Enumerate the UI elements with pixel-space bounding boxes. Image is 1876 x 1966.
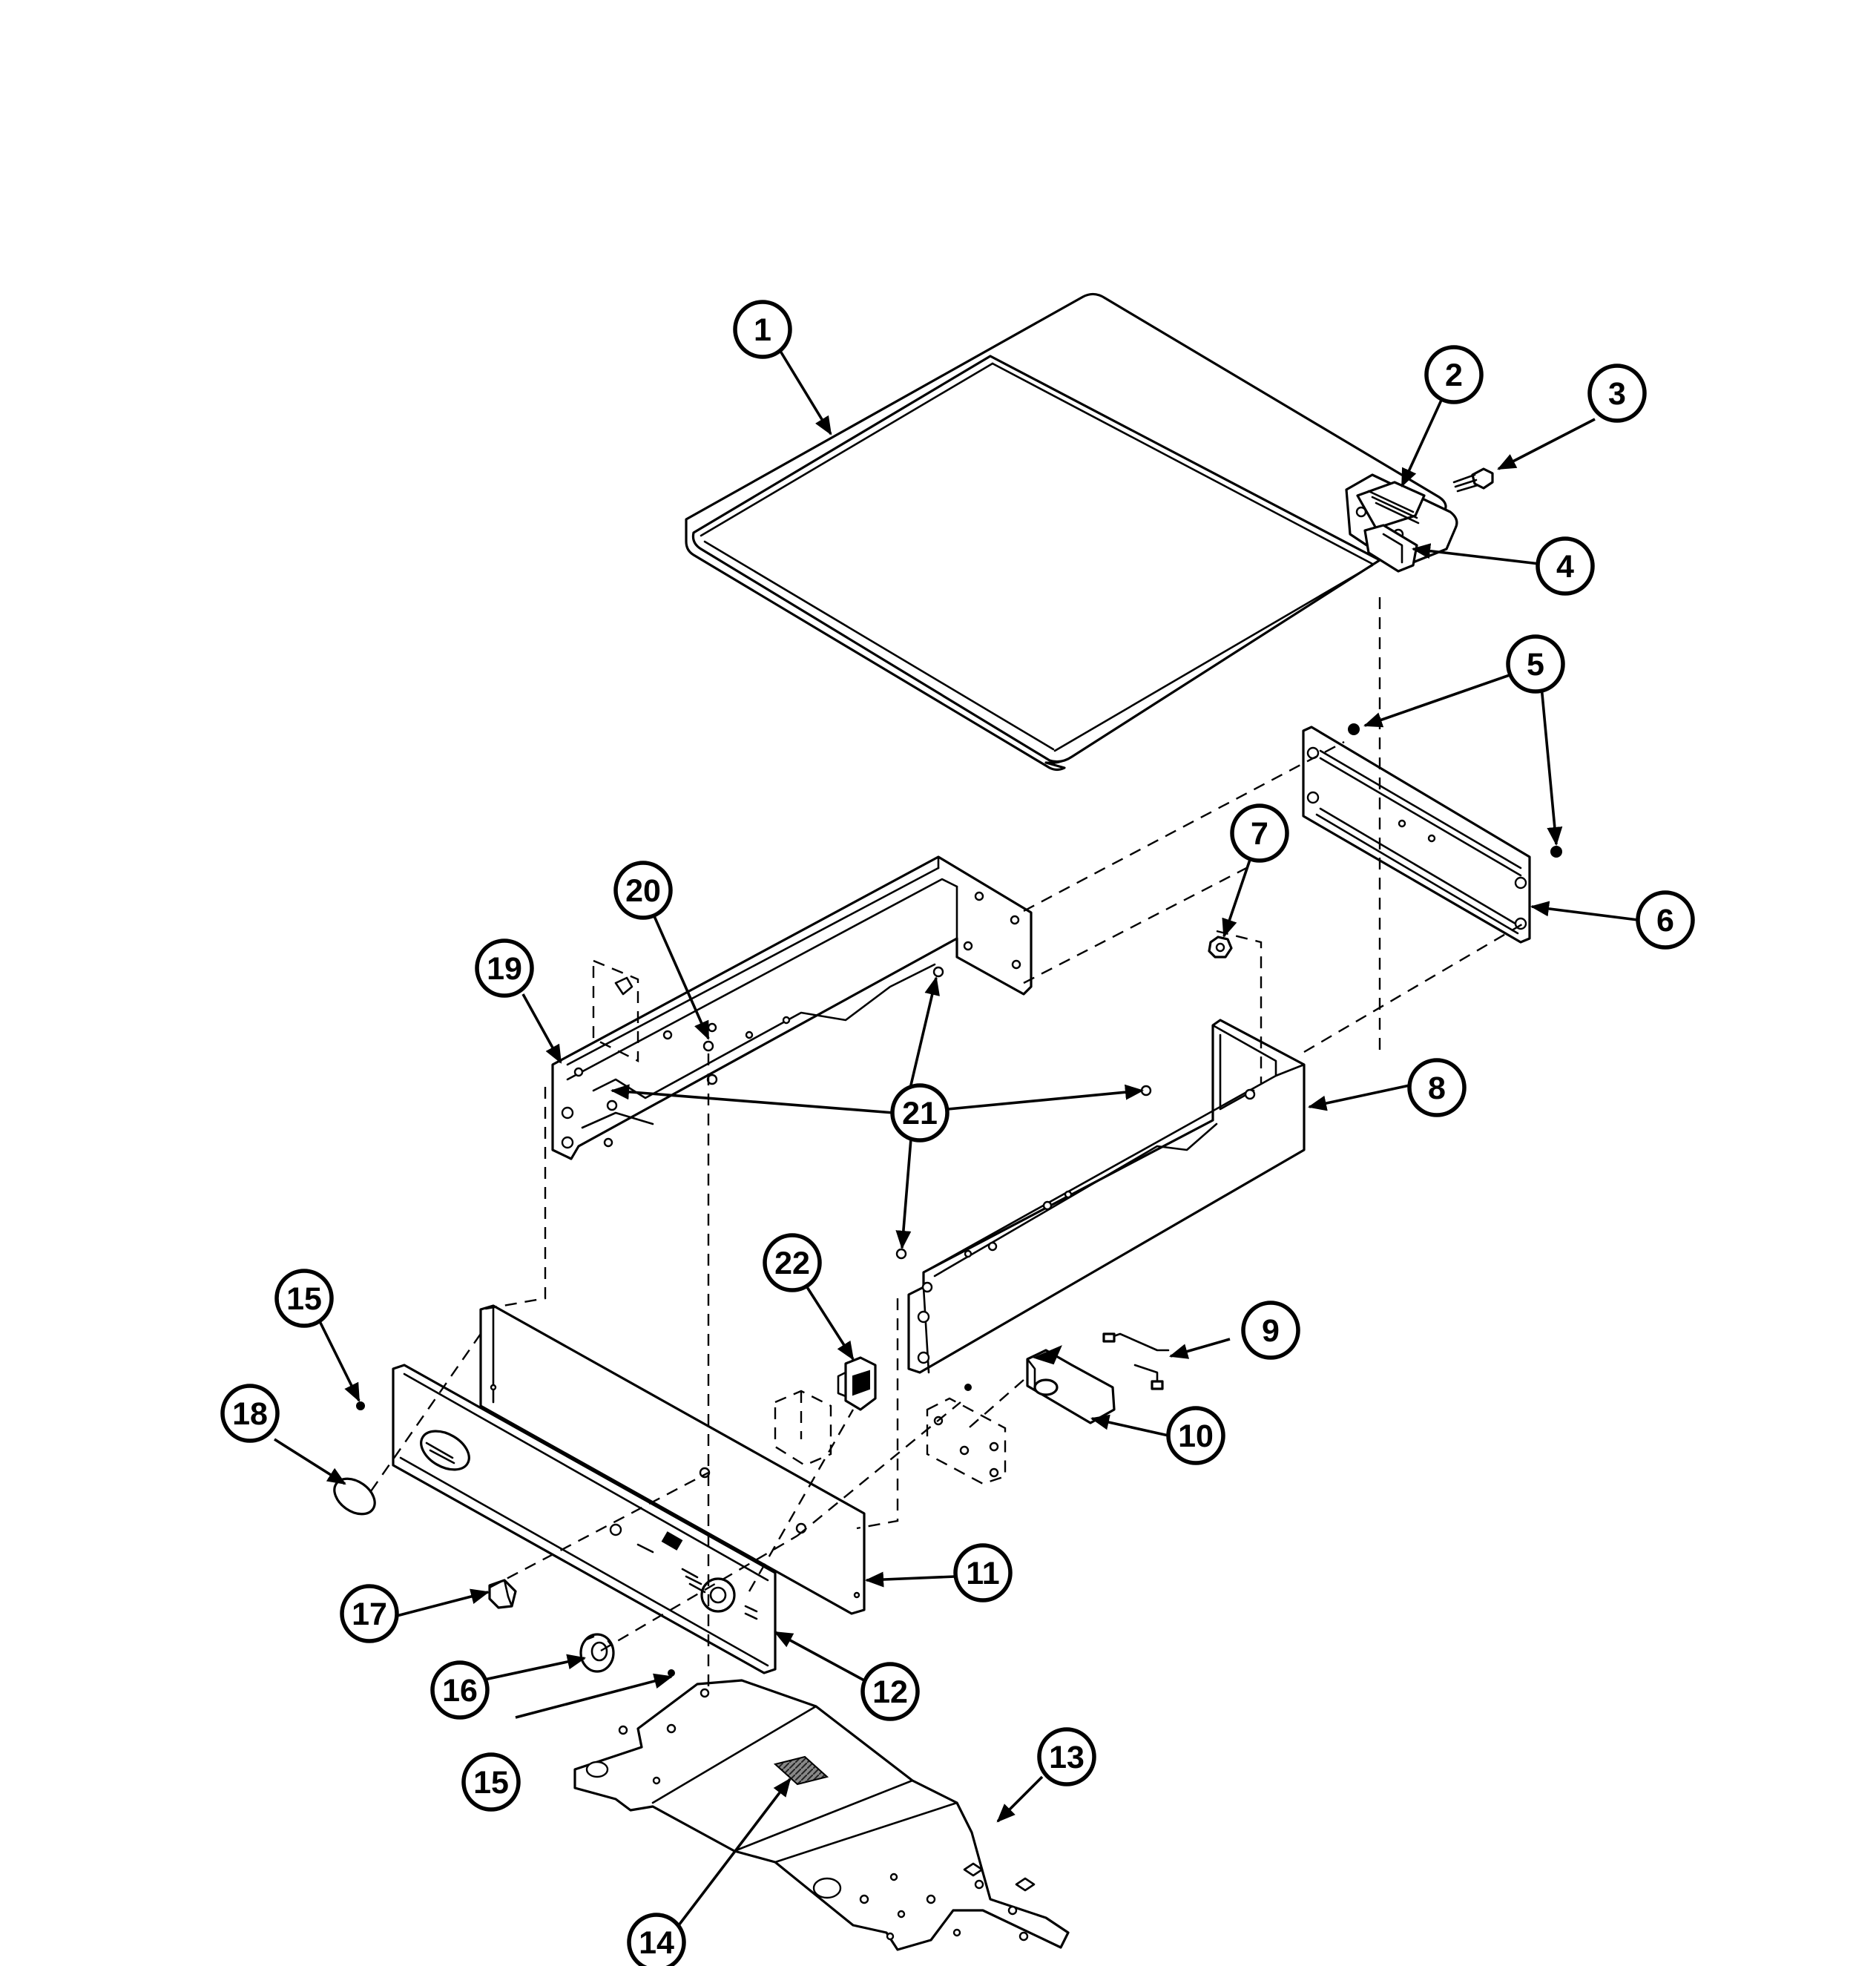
callout-label: 18 [232, 1396, 268, 1432]
rating-label [773, 1755, 829, 1786]
callout-10: 10 [1166, 1406, 1225, 1465]
bottom-panel [573, 1679, 1070, 1951]
control-panel [392, 1364, 777, 1674]
timer [1026, 1345, 1116, 1424]
callout-label: 4 [1556, 549, 1574, 585]
alignment-lines [370, 597, 1530, 1692]
hardware-dots [356, 966, 1152, 1677]
callout-5: 5 [1506, 634, 1565, 694]
callout-label: 20 [625, 873, 661, 909]
callout-label: 21 [902, 1096, 938, 1131]
callout-15-bottom: 15 [461, 1752, 521, 1812]
callout-12: 12 [860, 1662, 920, 1721]
nut [1208, 936, 1233, 959]
door-switch [837, 1356, 877, 1411]
callout-label: 17 [352, 1597, 387, 1632]
callout-11: 11 [953, 1543, 1013, 1602]
callout-21: 21 [890, 1083, 949, 1143]
callout-label: 8 [1428, 1071, 1446, 1106]
callout-13: 13 [1037, 1727, 1096, 1786]
left-side-rail [551, 855, 1033, 1160]
rear-panel [1302, 726, 1531, 944]
callout-label: 5 [1527, 647, 1544, 683]
callout-label: 9 [1262, 1313, 1280, 1349]
callout-3: 3 [1587, 364, 1647, 423]
callout-19: 19 [475, 938, 534, 998]
callout-8: 8 [1407, 1058, 1467, 1117]
callout-label: 11 [966, 1556, 999, 1591]
callout-label: 19 [487, 951, 522, 987]
callout-label: 10 [1178, 1418, 1214, 1454]
callout-label: 15 [286, 1281, 322, 1317]
callout-label: 15 [473, 1765, 509, 1801]
dashed-bracket-switch [774, 1390, 832, 1467]
callout-label: 12 [872, 1674, 908, 1710]
callout-1: 1 [733, 300, 792, 359]
callout-label: 2 [1445, 358, 1463, 393]
callout-18: 18 [220, 1384, 280, 1443]
callout-9: 9 [1241, 1301, 1300, 1360]
front-backer-panel [479, 1304, 866, 1615]
callout-label: 1 [754, 312, 771, 348]
hinge-bracket [1363, 524, 1418, 573]
callout-15-top: 15 [274, 1269, 334, 1328]
leader-lines [274, 348, 1639, 1927]
callout-2: 2 [1424, 345, 1484, 404]
callout-20: 20 [613, 861, 673, 920]
callout-4: 4 [1536, 536, 1595, 596]
right-side-rail [907, 1019, 1306, 1374]
callout-label: 7 [1251, 816, 1268, 852]
callout-16: 16 [430, 1660, 490, 1720]
callout-6: 6 [1636, 890, 1695, 950]
push-button [488, 1579, 517, 1609]
callout-7: 7 [1230, 803, 1289, 863]
wire-harness [1102, 1332, 1170, 1390]
callout-22: 22 [763, 1233, 822, 1292]
callout-label: 13 [1049, 1740, 1085, 1775]
callout-label: 22 [774, 1246, 810, 1281]
hinge-screw [1452, 467, 1494, 493]
callout-label: 3 [1608, 376, 1626, 412]
callout-14: 14 [627, 1913, 686, 1966]
timer-knob [579, 1633, 615, 1673]
rear-panel-screws [1348, 723, 1562, 858]
callout-label: 14 [639, 1925, 674, 1961]
callout-17: 17 [340, 1584, 399, 1643]
callout-label: 6 [1656, 903, 1674, 938]
callout-label: 16 [442, 1673, 478, 1709]
dashed-bracket-left [592, 959, 639, 1062]
dashed-bracket-board [926, 1397, 1007, 1485]
top-lid [685, 292, 1447, 772]
